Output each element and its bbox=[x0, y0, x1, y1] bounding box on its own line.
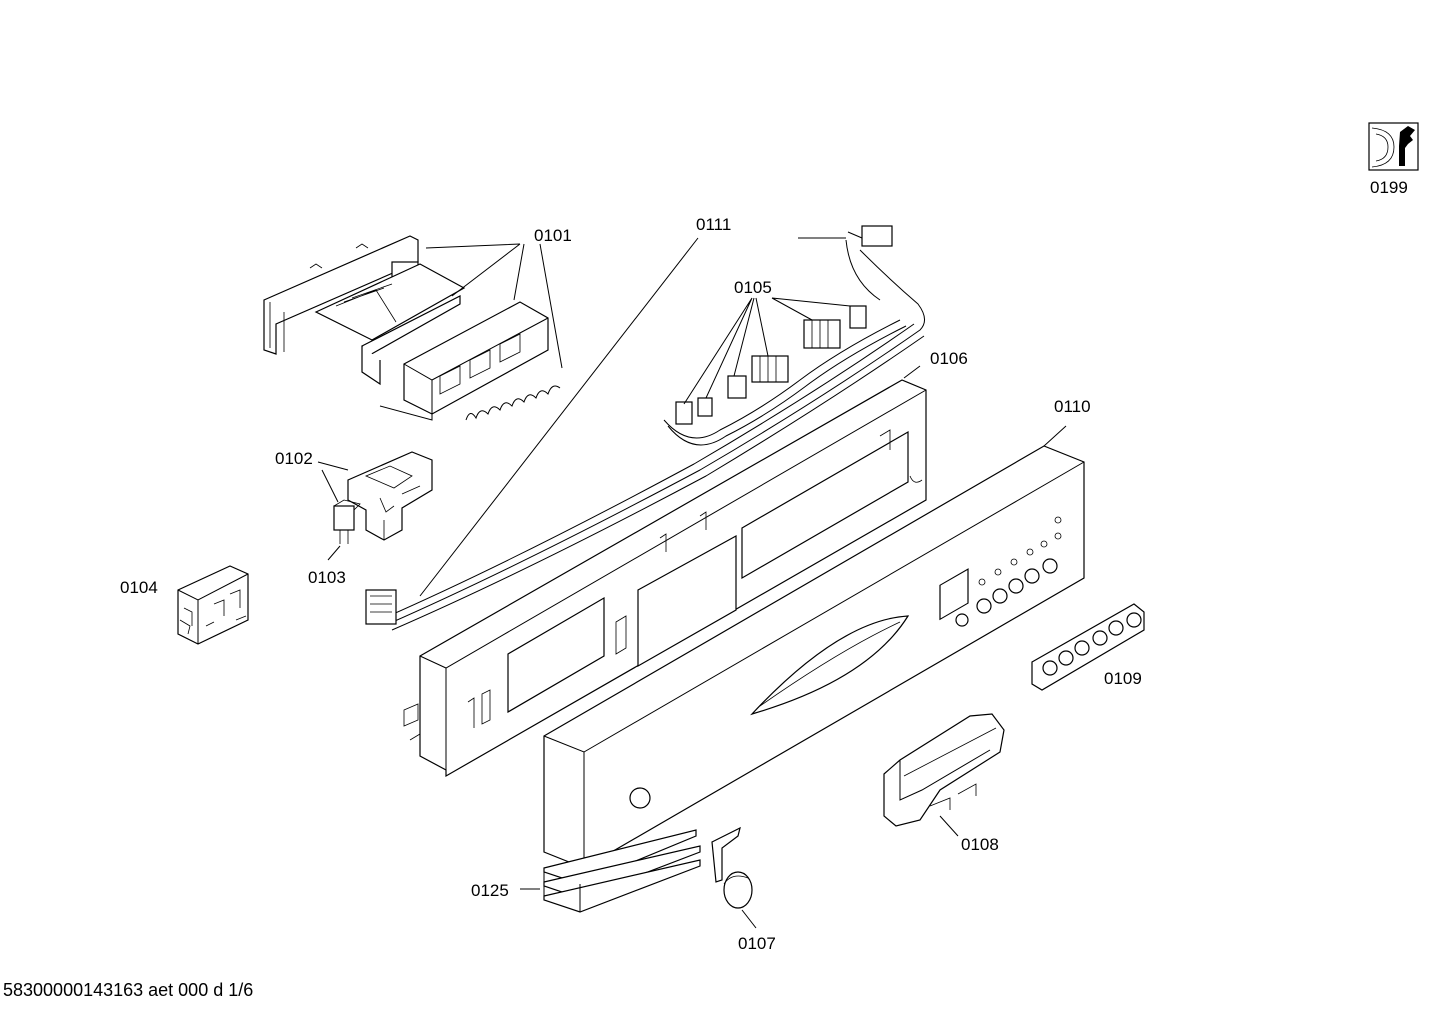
label-0109: 0109 bbox=[1104, 669, 1142, 688]
label-0103: 0103 bbox=[308, 568, 346, 587]
document-footer-id: 58300000143163 aet 000 d 1/6 bbox=[3, 980, 254, 1000]
label-0108: 0108 bbox=[961, 835, 999, 854]
label-0102: 0102 bbox=[275, 449, 313, 468]
knob-part bbox=[711, 826, 753, 909]
door-handle-part bbox=[883, 713, 1005, 827]
front-panel bbox=[543, 445, 1085, 869]
part-labels: 0101 0111 0105 0106 0110 0102 0103 0104 … bbox=[120, 178, 1408, 953]
label-0104: 0104 bbox=[120, 578, 158, 597]
label-0101: 0101 bbox=[534, 226, 572, 245]
seal-strips bbox=[543, 829, 701, 913]
wrench-tool-icon bbox=[1368, 122, 1419, 171]
label-0111: 0111 bbox=[696, 215, 731, 234]
door-lock-part bbox=[333, 451, 433, 544]
label-0110: 0110 bbox=[1054, 397, 1091, 416]
label-0107: 0107 bbox=[738, 934, 776, 953]
switch-part bbox=[177, 565, 249, 645]
label-0199: 0199 bbox=[1370, 178, 1408, 197]
label-0106: 0106 bbox=[930, 349, 968, 368]
leader-lines bbox=[317, 237, 1067, 929]
label-0105: 0105 bbox=[734, 278, 772, 297]
label-0125: 0125 bbox=[471, 881, 509, 900]
electronic-module-assembly bbox=[263, 235, 561, 421]
wire-harness bbox=[365, 225, 925, 631]
button-strip-part bbox=[1031, 603, 1145, 691]
inner-control-frame bbox=[403, 379, 927, 778]
